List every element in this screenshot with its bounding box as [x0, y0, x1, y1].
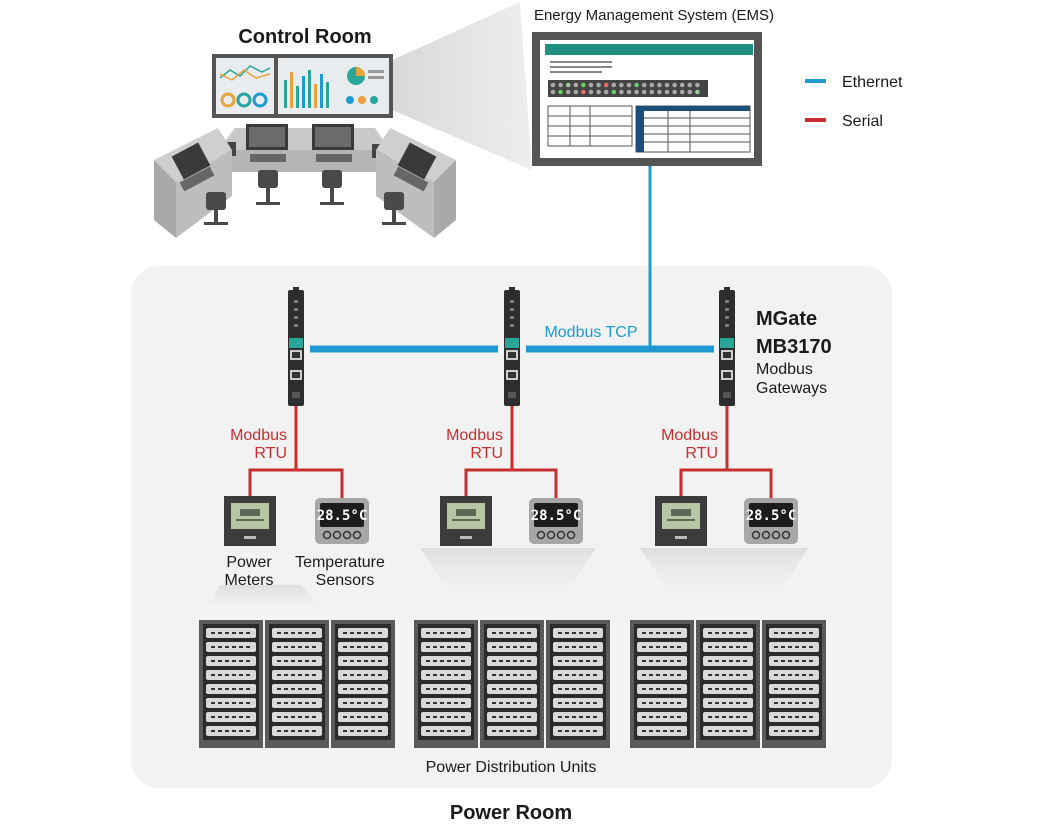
mgate-gateway-1 [288, 287, 304, 406]
ems-dot [679, 82, 685, 88]
pdu-rack [480, 620, 544, 748]
ems-dot [649, 82, 655, 88]
gateway-name-line2: MB3170 [756, 336, 832, 358]
legend-ethernet-label: Ethernet [842, 74, 903, 91]
serial-label-3-line2: RTU [685, 445, 718, 462]
ems-dot [565, 82, 571, 88]
ems-dot [695, 89, 700, 95]
ems-dot [611, 89, 617, 95]
sensor-reading: 28.5°C [746, 508, 797, 524]
ems-status-dots [550, 82, 700, 95]
legend-serial-label: Serial [842, 113, 883, 130]
ems-dot [657, 89, 662, 95]
ems-dot [664, 82, 670, 88]
legend: Ethernet Serial [805, 74, 903, 130]
gateway-desc-line1: Modbus [756, 361, 813, 378]
serial-line-2 [464, 406, 558, 498]
temperature-sensors-label-line1: Temperature [295, 554, 385, 571]
pdu-rack [331, 620, 395, 748]
ems-dot [550, 89, 556, 95]
serial-label-2-line2: RTU [470, 445, 503, 462]
ems-dot [550, 82, 556, 88]
gateways [288, 287, 735, 406]
ems-dot [581, 89, 586, 95]
pdu-rack [696, 620, 760, 748]
pdu-rack [762, 620, 826, 748]
modbus-tcp-label: Modbus TCP [544, 324, 637, 341]
ems-dot [672, 89, 677, 95]
ems-dot [664, 89, 670, 95]
pdu-racks [199, 620, 826, 748]
ems-title: Energy Management System (EMS) [534, 7, 774, 24]
serial-label-1-line2: RTU [254, 445, 287, 462]
temperature-sensors-label-line2: Sensors [316, 572, 375, 589]
power-meters-label-line1: Power [226, 554, 272, 571]
ems-dot [634, 82, 639, 88]
ems-dot [558, 82, 563, 88]
ems-dot [679, 89, 685, 95]
ems-dot [672, 82, 677, 88]
pdu-rack [265, 620, 329, 748]
ems-dot [634, 89, 639, 95]
serial-label-3-line1: Modbus [661, 427, 718, 444]
sensor-reading: 28.5°C [317, 508, 368, 524]
serial-label-1-line1: Modbus [230, 427, 287, 444]
serial-label-2-line1: Modbus [446, 427, 503, 444]
serial-line-1 [248, 406, 344, 498]
pdu-rack [546, 620, 610, 748]
ems-dot [558, 89, 563, 95]
ems-dot [649, 89, 655, 95]
control-room-illustration [154, 54, 456, 238]
ems-dot [619, 82, 624, 88]
ems-dot [588, 89, 594, 95]
ems-dot [596, 89, 601, 95]
serial-line-3 [679, 406, 773, 498]
ems-dot [695, 82, 700, 88]
ems-dot [641, 82, 647, 88]
ems-dot [565, 89, 571, 95]
pdu-rack [414, 620, 478, 748]
field-devices: 28.5°C 28.5°C 28.5°C [224, 496, 798, 546]
ems-dot [626, 89, 632, 95]
ems-dot [588, 82, 594, 88]
cone-middle [420, 548, 596, 622]
temperature-sensor-2: 28.5°C [529, 498, 583, 544]
ems-dot [619, 89, 624, 95]
ems-callout [388, 2, 532, 170]
ems-dot [596, 82, 601, 88]
ems-dot [687, 82, 693, 88]
ems-dot [687, 89, 693, 95]
power-room-title: Power Room [450, 802, 572, 824]
ems-dot [657, 82, 662, 88]
ems-dot [641, 89, 647, 95]
power-meter-1 [224, 496, 276, 546]
cone-left [196, 585, 338, 622]
serial-lines [248, 406, 773, 498]
temperature-sensor-1: 28.5°C [315, 498, 369, 544]
pdu-rack [199, 620, 263, 748]
power-meter-3 [655, 496, 707, 546]
pdu-label: Power Distribution Units [426, 759, 597, 776]
ems-screen [532, 32, 762, 166]
pdu-rack [630, 620, 694, 748]
ems-dot [573, 82, 579, 88]
mgate-gateway-3 [719, 287, 735, 406]
ems-dot [611, 82, 617, 88]
power-meters-label-line2: Meters [225, 572, 274, 589]
ems-dot [603, 82, 609, 88]
temperature-sensor-3: 28.5°C [744, 498, 798, 544]
ems-dot [581, 82, 586, 88]
ems-dot [573, 89, 579, 95]
control-room-title: Control Room [238, 26, 371, 48]
mgate-gateway-2 [504, 287, 520, 406]
ems-dot [626, 82, 632, 88]
power-meter-2 [440, 496, 492, 546]
sensor-reading: 28.5°C [531, 508, 582, 524]
ems-dot [603, 89, 609, 95]
gateway-desc-line2: Gateways [756, 380, 827, 397]
cone-right [640, 548, 808, 622]
gateway-name-line1: MGate [756, 308, 817, 330]
